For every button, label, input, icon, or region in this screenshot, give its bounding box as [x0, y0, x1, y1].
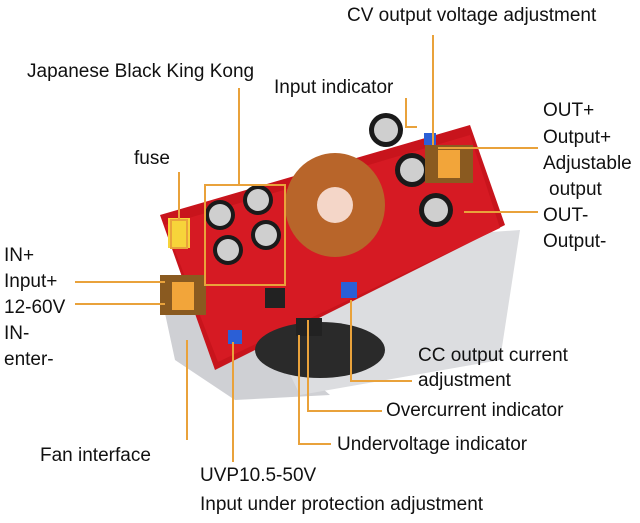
fuse-part: [168, 218, 190, 248]
uvp-label: UVP10.5-50V: [200, 465, 317, 486]
overcurrent-leader: [307, 320, 309, 412]
in-plus-leader: [75, 281, 165, 283]
input-indicator-label: Input indicator: [274, 77, 394, 98]
fuse-label: fuse: [134, 148, 170, 169]
out-plus-leader: [438, 147, 538, 149]
out-plus-label: OUT+: [543, 100, 595, 121]
undervoltage-label: Undervoltage indicator: [337, 434, 528, 455]
cc-leader: [350, 300, 352, 380]
fuse-leader: [178, 172, 180, 220]
input-indicator-leader: [405, 98, 407, 126]
voltage-range-label: 12-60V: [4, 297, 66, 318]
cv-leader: [432, 35, 434, 145]
fan-leader: [186, 340, 188, 440]
cv-label: CV output voltage adjustment: [347, 5, 597, 26]
cc-label: CC output current: [418, 345, 568, 366]
out-minus-leader: [464, 211, 538, 213]
cc-label-2: adjustment: [418, 370, 511, 391]
capacitor-highlight-box: [204, 184, 286, 286]
out-minus-label: OUT-: [543, 205, 589, 226]
fan: [255, 322, 385, 378]
adjustable-label: Adjustable: [543, 153, 632, 174]
output-minus-label: Output-: [543, 231, 607, 252]
jbkk-label: Japanese Black King Kong: [27, 61, 255, 82]
output-label: output: [549, 179, 602, 200]
input-plus-label: Input+: [4, 271, 58, 292]
uvp-leader: [232, 342, 234, 462]
undervoltage-leader: [298, 335, 300, 445]
in-minus-label: IN-: [4, 323, 30, 344]
output-plus-label: Output+: [543, 127, 612, 148]
enter-minus-label: enter-: [4, 349, 54, 370]
uvp-label-2: Input under protection adjustment: [200, 494, 484, 515]
jbkk-leader: [238, 88, 240, 185]
in-minus-leader: [75, 303, 165, 305]
overcurrent-label: Overcurrent indicator: [386, 400, 564, 421]
fan-label: Fan interface: [40, 445, 151, 466]
in-plus-label: IN+: [4, 245, 35, 266]
